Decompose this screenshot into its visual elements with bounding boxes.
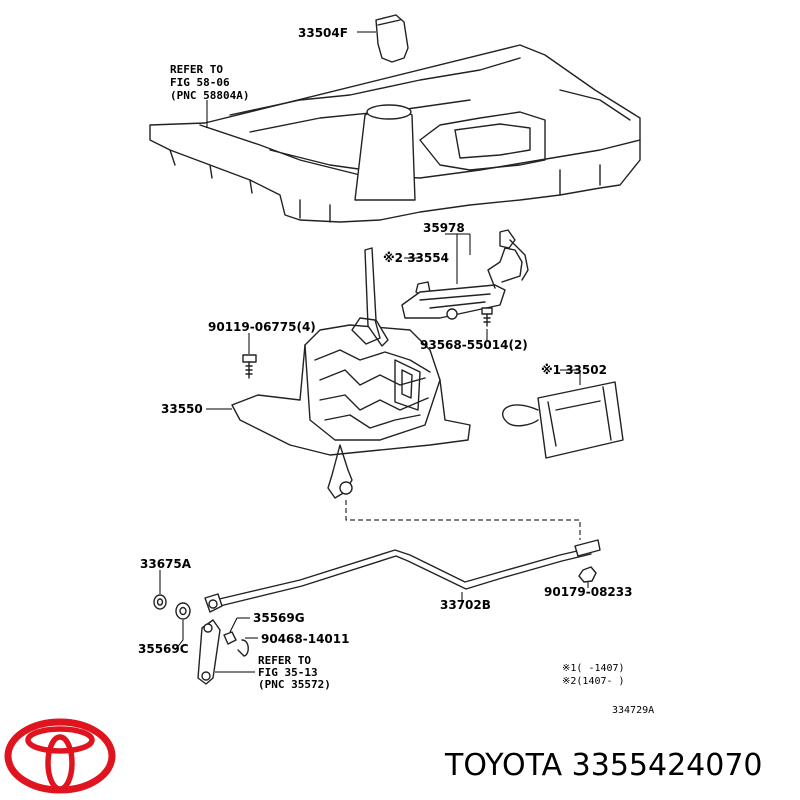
refer2-line1: REFER TO <box>258 654 311 667</box>
label-33502 <box>502 381 624 459</box>
bushing-33675a <box>153 594 167 610</box>
nut-90179 <box>578 566 597 583</box>
label-90179: 90179-08233 <box>544 585 632 599</box>
label-35978: 35978 <box>423 221 465 235</box>
bolt-90119 <box>242 354 257 379</box>
label-90119: 90119-06775(4) <box>208 320 316 334</box>
pin-90468 <box>237 639 249 657</box>
label-33502: ※1 33502 <box>541 363 607 377</box>
washer-35569c <box>175 602 191 620</box>
clip-35569g <box>223 631 237 645</box>
figure-code: 334729A <box>612 705 654 716</box>
transmission-cable <box>204 539 601 613</box>
lever-arm <box>197 619 221 685</box>
leader-lines <box>159 31 589 673</box>
label-90468: 90468-14011 <box>261 632 349 646</box>
label-33702b: 33702B <box>440 598 491 612</box>
label-knob: 33504F <box>298 26 348 40</box>
shift-knob <box>375 14 409 63</box>
note-2: ※2(1407- ) <box>562 676 625 687</box>
label-33675a: 33675A <box>140 557 192 571</box>
shifter-assembly <box>231 247 471 499</box>
label-35569c: 35569C <box>138 642 189 656</box>
brand-caption: TOYOTA 3355424070 <box>444 748 763 783</box>
label-33550: 33550 <box>161 402 203 416</box>
refer1-line1: REFER TO <box>170 63 223 76</box>
screw-93568 <box>481 307 493 327</box>
label-35569g: 35569G <box>253 611 305 625</box>
console-panel <box>149 44 641 223</box>
refer1-line2: FIG 58-06 <box>170 76 230 89</box>
note-1: ※1( -1407) <box>562 663 625 674</box>
refer1-line3: (PNC 58804A) <box>170 89 249 102</box>
switch-35978 <box>401 229 529 320</box>
refer2-line2: FIG 35-13 <box>258 666 318 679</box>
refer2-line3: (PNC 35572) <box>258 678 331 691</box>
label-93568: 93568-55014(2) <box>420 338 528 352</box>
label-33554: ※2 33554 <box>383 251 449 265</box>
toyota-logo <box>4 718 116 794</box>
